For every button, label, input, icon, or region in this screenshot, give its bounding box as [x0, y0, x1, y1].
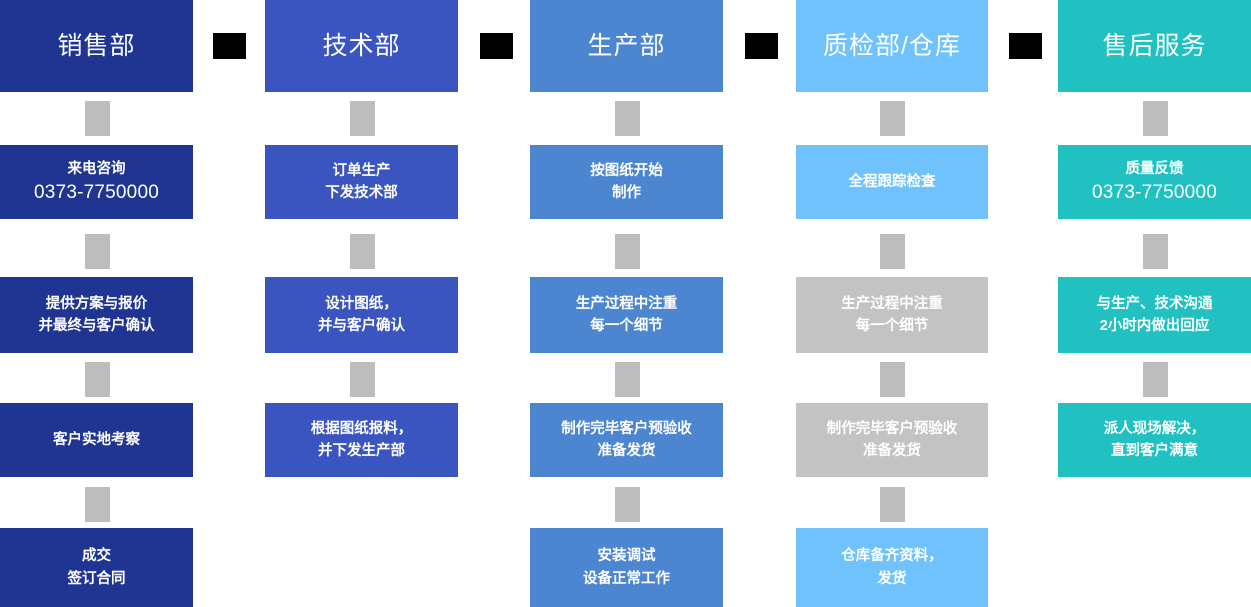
- step-box-technical-1[interactable]: 设计图纸， 并与客户确认: [265, 277, 458, 353]
- flow-connector-down-aftersales-1: [1142, 234, 1168, 269]
- step-text-line: 仓库备齐资料，: [841, 548, 943, 565]
- flow-connector-down-sales-2: [84, 362, 110, 397]
- step-text-line: 派人现场解决，: [1103, 420, 1206, 437]
- step-text-line: 客户实地考察: [53, 431, 140, 448]
- flow-connector-right-production-to-quality: [745, 33, 778, 59]
- step-text-line: 设计图纸，: [325, 295, 398, 312]
- step-text-line: 根据图纸报料，: [310, 420, 413, 437]
- step-text-line: 安装调试: [597, 548, 656, 565]
- step-box-quality-1[interactable]: 生产过程中注重每一个细节: [796, 277, 988, 353]
- flow-connector-right-quality-to-aftersales: [1009, 33, 1042, 59]
- step-text-line: 提供方案与报价: [45, 295, 148, 312]
- step-text-line: 按图纸开始: [590, 162, 663, 179]
- step-text-line: 下发技术部: [325, 185, 398, 201]
- flow-connector-down-quality-1: [880, 234, 905, 269]
- step-box-sales-0[interactable]: 来电咨询 0373-7750000: [0, 145, 193, 219]
- flow-connector-right-sales-to-technical: [213, 33, 246, 59]
- phone-number-text: 0373-7750000: [1092, 181, 1217, 203]
- flow-connector-down-technical-0: [349, 101, 375, 136]
- flow-connector-down-sales-0: [84, 101, 110, 136]
- step-text-line: 质量反馈: [1125, 161, 1184, 178]
- flow-connector-down-technical-1: [349, 234, 375, 269]
- phone-number-text: 0373-7750000: [34, 181, 159, 203]
- flow-connector-down-quality-0: [880, 101, 905, 136]
- flow-connector-down-production-3: [614, 487, 640, 522]
- flow-connector-down-sales-3: [84, 487, 110, 522]
- step-text-line: 全程跟踪检查: [848, 173, 936, 190]
- step-text-line: 发货: [877, 570, 907, 587]
- step-box-technical-2[interactable]: 根据图纸报料， 并下发生产部: [265, 403, 458, 477]
- flow-connector-down-technical-2: [349, 362, 375, 397]
- department-header-aftersales[interactable]: 售后服务: [1058, 0, 1251, 92]
- step-box-aftersales-2[interactable]: 派人现场解决， 直到客户满意: [1058, 403, 1251, 477]
- step-text-line: 设备正常工作: [583, 570, 670, 587]
- step-box-production-1[interactable]: 生产过程中注重每一个细节: [530, 277, 723, 353]
- department-header-production[interactable]: 生产部: [530, 0, 723, 92]
- step-box-sales-1[interactable]: 提供方案与报价并最终与客户确认: [0, 277, 193, 353]
- step-text-line: 直到客户满意: [1111, 443, 1198, 459]
- department-header-sales[interactable]: 销售部: [0, 0, 193, 92]
- department-header-technical[interactable]: 技术部: [265, 0, 458, 92]
- step-box-quality-2[interactable]: 制作完毕客户预验收准备发货: [796, 403, 988, 477]
- flow-connector-right-technical-to-production: [480, 33, 513, 59]
- department-column-production: 生产部按图纸开始制作生产过程中注重每一个细节制作完毕客户预验收准备发货安装调试设…: [530, 0, 723, 607]
- step-box-aftersales-1[interactable]: 与生产、技术沟通 2小时内做出回应: [1058, 277, 1251, 353]
- flow-connector-down-production-0: [614, 101, 640, 136]
- step-box-production-3[interactable]: 安装调试设备正常工作: [530, 528, 723, 607]
- department-column-technical: 技术部订单生产下发技术部设计图纸， 并与客户确认根据图纸报料， 并下发生产部: [265, 0, 458, 607]
- flow-connector-down-aftersales-2: [1142, 362, 1168, 397]
- step-box-production-0[interactable]: 按图纸开始制作: [530, 145, 723, 219]
- step-text-line: 并与客户确认: [318, 318, 405, 334]
- step-text-line: 并下发生产部: [318, 443, 405, 459]
- step-text-line: 来电咨询: [67, 161, 126, 178]
- step-text-line: 制作: [612, 185, 641, 201]
- step-text-line: 制作完毕客户预验收: [561, 420, 692, 437]
- department-column-quality: 质检部/仓库全程跟踪检查生产过程中注重每一个细节制作完毕客户预验收准备发货仓库备…: [796, 0, 988, 607]
- step-text-line: 2小时内做出回应: [1099, 318, 1210, 334]
- flow-connector-down-quality-2: [880, 362, 905, 397]
- step-text-line: 订单生产: [332, 162, 391, 179]
- step-box-production-2[interactable]: 制作完毕客户预验收准备发货: [530, 403, 723, 477]
- step-text-line: 与生产、技术沟通: [1096, 295, 1213, 312]
- step-box-sales-3[interactable]: 成交签订合同: [0, 528, 193, 607]
- step-text-line: 每一个细节: [855, 318, 929, 334]
- flow-connector-down-sales-1: [84, 234, 110, 269]
- step-text-line: 并最终与客户确认: [38, 318, 155, 334]
- step-box-quality-3[interactable]: 仓库备齐资料， 发货: [796, 528, 988, 607]
- department-header-quality[interactable]: 质检部/仓库: [796, 0, 988, 92]
- step-box-quality-0[interactable]: 全程跟踪检查: [796, 145, 988, 219]
- flow-connector-down-quality-3: [880, 487, 905, 522]
- step-box-aftersales-0[interactable]: 质量反馈 0373-7750000: [1058, 145, 1251, 219]
- step-text-line: 每一个细节: [590, 318, 663, 334]
- step-text-line: 成交: [82, 548, 111, 565]
- step-text-line: 准备发货: [863, 443, 921, 459]
- flow-connector-down-production-2: [614, 362, 640, 397]
- step-box-technical-0[interactable]: 订单生产下发技术部: [265, 145, 458, 219]
- flow-connector-down-aftersales-0: [1142, 101, 1168, 136]
- step-text-line: 生产过程中注重: [575, 295, 678, 312]
- step-text-line: 准备发货: [597, 443, 656, 459]
- step-text-line: 生产过程中注重: [841, 295, 943, 312]
- step-text-line: 签订合同: [67, 570, 126, 587]
- step-box-sales-2[interactable]: 客户实地考察: [0, 403, 193, 477]
- flow-connector-down-production-1: [614, 234, 640, 269]
- step-text-line: 制作完毕客户预验收: [826, 420, 958, 437]
